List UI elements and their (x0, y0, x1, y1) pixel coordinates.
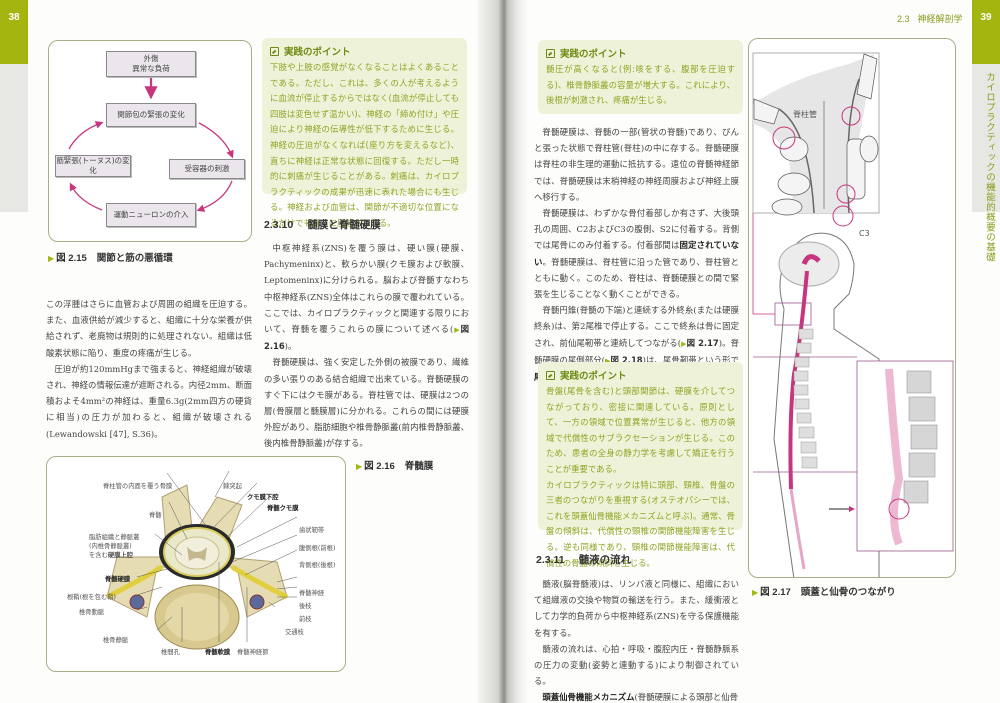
side-tab-left (0, 64, 28, 212)
label-periosteum: 脊柱管の内面を覆う骨膜 (103, 483, 173, 490)
practice-box-1: 実践のポイント 下肢や上肢の感覚がなくなることはよくあることである。ただし、これ… (262, 38, 467, 228)
label-spinal-arachnoid: 脊髄クモ膜 (267, 505, 299, 512)
section-2-3-11-text: 髄液(脳脊髄液)は、リンパ液と同様に、組織において組織液の交換や物質の輸送を行う… (534, 576, 739, 703)
practice-box-3: 実践のポイント 骨盤(尾骨を含む)と頭部関節は、硬膜を介してつながっており、密接… (538, 362, 743, 568)
label-ventral-root: 腹側根(前根) (299, 545, 336, 552)
book-gutter (478, 0, 528, 703)
label-vert-vein: 椎骨静脈 (103, 637, 129, 644)
spine-illustration (752, 52, 954, 577)
figure-2-16-box: 脊柱管の内面を覆う骨膜 棘突起 クモ膜下腔 脊髄クモ膜 脊髄 歯状靭帯 脂肪組織… (46, 456, 346, 672)
label-spinal-cord: 脊髄 (149, 512, 162, 519)
caption-marker-icon: ▶ (356, 462, 363, 471)
label-communicating: 交通枝 (285, 629, 304, 636)
label-c3: C3 (859, 229, 870, 238)
practice-body: 骨盤(尾骨を含む)と頭部関節は、硬膜を介してつながっており、密接に関連している。… (546, 386, 735, 474)
practice-box-2: 実践のポイント 髄圧が高くなると(例:咳をする、腹部を圧迫する)、椎骨静脈叢の容… (538, 40, 743, 114)
right-body-text: 脊髄硬膜は、脊髄の一部(管状の脊髄)であり、ぴんと張った状態で脊柱管(脊柱)の中… (534, 124, 739, 385)
figure-2-17-box: 脊柱管 C3 (748, 38, 956, 578)
figure-ref-2-18[interactable]: ▶図 2.18 (604, 354, 643, 365)
page-number-tab-right: 39 (972, 0, 1000, 64)
practice-title: 実践のポイント (270, 44, 459, 58)
practice-title: 実践のポイント (546, 368, 735, 382)
figure-ref-2-17[interactable]: ▶図 2.17 (681, 337, 719, 348)
label-denticulate: 歯状靭帯 (299, 527, 325, 534)
caption-marker-icon: ▶ (752, 588, 759, 597)
label-dura: 脊髄硬膜 (105, 576, 131, 583)
checkbox-icon (270, 46, 279, 56)
paragraph: 脊髄硬膜は、脊髄の一部(管状の脊髄)であり、ぴんと張った状態で脊柱管(脊柱)の中… (534, 127, 739, 202)
flow-node-tonus: 筋緊張(トーヌス)の変化 (55, 155, 131, 177)
label-spinous: 棘突起 (223, 483, 242, 490)
checkbox-icon (546, 370, 555, 380)
vertebra-illustration (105, 470, 298, 650)
paragraph: 頭蓋仙骨機能メカニズム(脊髄硬膜による頭部と仙骨 (542, 692, 739, 703)
label-spinal-canal: 脊柱管 (793, 110, 817, 119)
paragraph: 髄液の流れは、心拍・呼吸・腹腔内圧・脊髄静脈系の圧力の変動(姿勢と連動する)によ… (534, 643, 739, 687)
flow-node-receptor: 受容器の刺激 (169, 159, 245, 179)
caption-marker-icon: ▶ (48, 254, 55, 263)
label-epidural-3: を含む硬膜上腔 (89, 552, 134, 559)
flow-node-motor: 運動ニューロンの介入 (106, 203, 196, 227)
label-dorsal-root: 背側根(後根) (299, 562, 336, 569)
label-vert-artery: 椎骨動脈 (79, 609, 105, 616)
practice-body: カイロプラクティックは特に頭部、頸椎、骨盤の三者のつながりを重視する(オステオパ… (546, 479, 735, 568)
label-spinal-nerve: 脊髄神経 (299, 590, 325, 597)
paragraph: 髄液(脳脊髄液)は、リンパ液と同様に、組織において組織液の交換や物質の輸送を行う… (534, 579, 739, 638)
label-foramen: 椎間孔 (161, 649, 180, 656)
flow-arrows (68, 78, 234, 212)
page-number-tab-left: 38 (0, 0, 28, 64)
label-epidural-1: 脂肪組織と静脈叢 (89, 534, 140, 541)
figure-2-15-box: 外傷 異常な負荷 関節包の緊張の変化 筋緊張(トーヌス)の変化 受容器の刺激 運… (48, 40, 252, 242)
flow-node-trauma: 外傷 異常な負荷 (106, 51, 196, 77)
label-dorsal-branch: 後枝 (299, 603, 312, 610)
label-pia: 脊髄軟膜 (205, 649, 231, 656)
practice-body: 髄圧が高くなると(例:咳をする、腹部を圧迫する)、椎骨静脈叢の容量が増大する。こ… (546, 64, 735, 106)
label-subarachnoid: クモ膜下腔 (247, 494, 279, 501)
paragraph: 中枢神経系(ZNS)を覆う膜は、硬い膜(硬膜、Pachymeninx)と、軟らか… (264, 243, 469, 352)
practice-body: 下肢や上肢の感覚がなくなることはよくあることである。ただし、これは、多くの人が考… (270, 62, 459, 228)
left-page: 38 外傷 異常な負荷 関節包の緊張の変化 筋緊張(トーヌス)の変化 受容器の刺… (0, 0, 492, 703)
flow-node-capsule: 関節包の緊張の変化 (106, 103, 196, 127)
paragraph: 脊髄硬膜は、強く安定した外側の被膜であり、繊維の多い張りのある結合組織で出来てい… (264, 357, 469, 449)
paragraph: 脊髄硬膜は、わずかな骨付着部しか有さず、大後頭孔の周囲、C2およびC3の腹側、S… (534, 208, 739, 300)
label-ventral-branch: 前枝 (299, 616, 312, 623)
checkbox-icon (546, 48, 555, 58)
section-2-3-10-text: 中枢神経系(ZNS)を覆う膜は、硬い膜(硬膜、Pachymeninx)と、軟らか… (264, 240, 469, 452)
left-body-text: この浮腫はさらに血管および周囲の組織を圧迫する。また、血液供給が減少すると、組織… (46, 296, 252, 442)
label-epidural-2: (内椎骨静脈叢) (89, 543, 132, 550)
figure-ref-2-16[interactable]: ▶図 2.16 (264, 324, 469, 352)
paragraph: 圧迫が約120mmHgまで強まると、神経組織が破壊され、神経の情報伝達が遮断され… (46, 363, 252, 439)
practice-title: 実践のポイント (546, 46, 735, 60)
label-root-sheath: 根鞘(根を包む鞘) (67, 594, 116, 601)
side-tab-right (972, 64, 1000, 212)
paragraph: この浮腫はさらに血管および周囲の組織を圧迫する。また、血液供給が減少すると、組織… (46, 299, 252, 358)
chapter-side-tab-text: カイロプラクティックの機能的概要の基礎 (984, 72, 995, 262)
label-ganglion: 脊髄神経節 (237, 649, 269, 656)
